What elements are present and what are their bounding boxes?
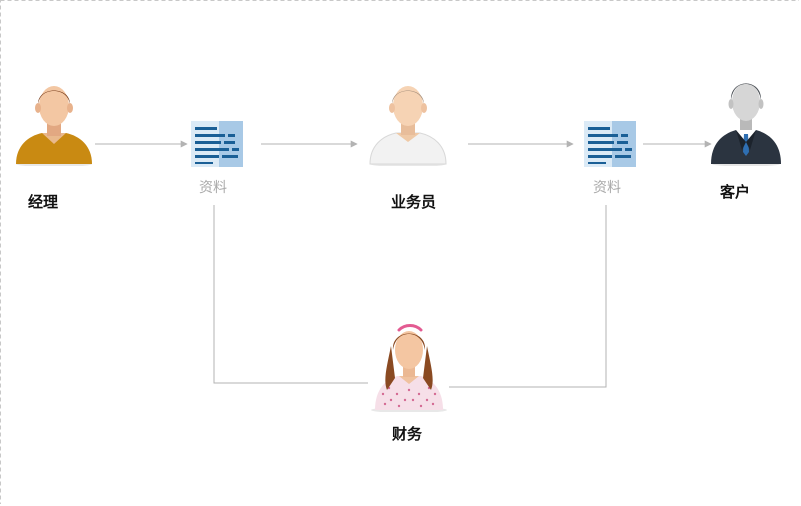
- businessman-suit-icon: [711, 83, 781, 166]
- female-user-pink-dress-icon: [371, 324, 447, 412]
- document-label-1: 资料: [199, 180, 227, 196]
- manager-label: 经理: [28, 193, 59, 211]
- document-lines-icon: [584, 121, 636, 167]
- male-user-orange-shirt-icon: [16, 86, 92, 166]
- salesperson-label: 业务员: [391, 193, 437, 211]
- connector-finance-to-doc2: [449, 205, 607, 388]
- customer-label: 客户: [720, 183, 751, 201]
- connector-doc1-to-finance: [213, 205, 368, 384]
- finance-label: 财务: [392, 425, 423, 443]
- document-lines-icon: [191, 121, 243, 167]
- document-label-2: 资料: [593, 180, 621, 196]
- male-user-white-shirt-icon: [369, 86, 447, 166]
